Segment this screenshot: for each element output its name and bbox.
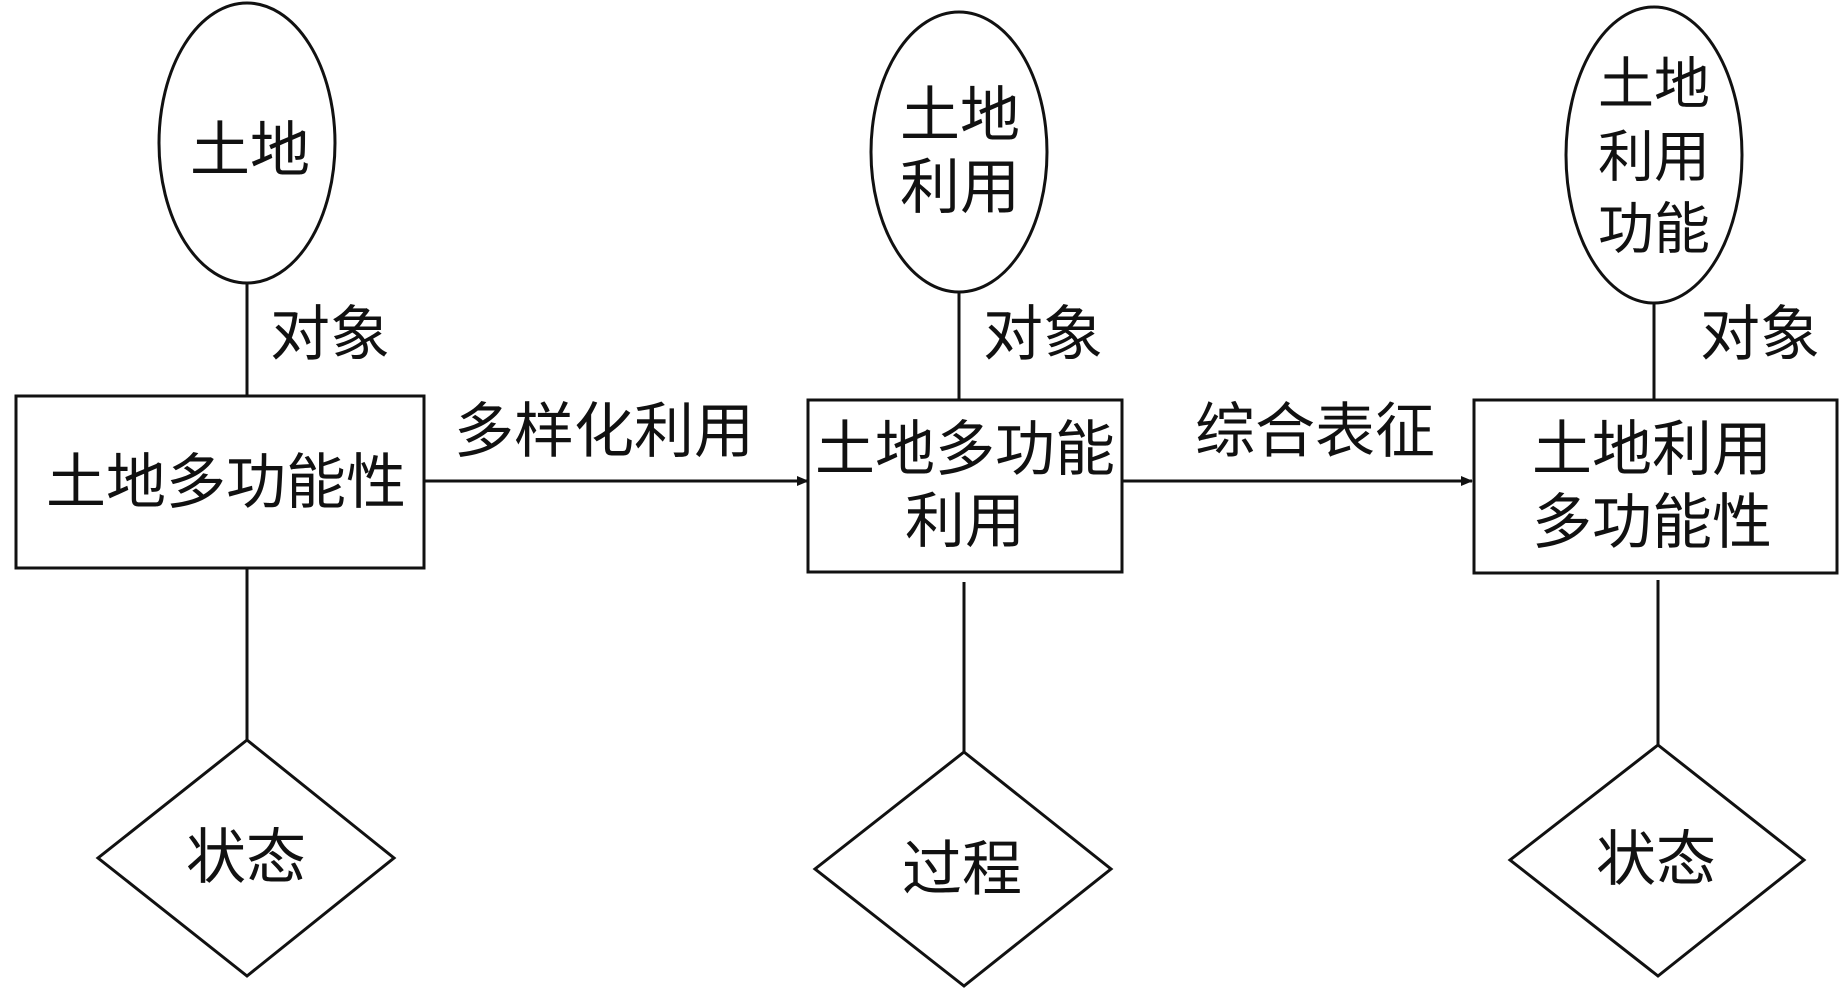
column-3: 土地 利用 功能 对象 土地利用 多功能性 状态: [1472, 5, 1839, 978]
object-label-2-line-1: 土地: [900, 81, 1020, 151]
arrow-1: 多样化利用: [424, 397, 809, 486]
object-edge-label-1: 对象: [270, 300, 390, 370]
arrow-2-label: 综合表征: [1195, 397, 1435, 467]
object-label-2-line-2: 利用: [900, 153, 1020, 223]
object-ellipse-2: [869, 10, 1049, 294]
concept-box-1: [14, 394, 426, 570]
object-label-3-line-3: 功能: [1598, 198, 1710, 263]
column-2: 土地 利用 对象 土地多功能 利用 过程: [806, 10, 1124, 988]
concept-box-2-line-2: 利用: [905, 487, 1025, 557]
state-diamond-1-label: 状态: [186, 823, 306, 893]
state-diamond-3: [1507, 743, 1807, 978]
object-label-3-line-2: 利用: [1598, 126, 1710, 191]
object-label-3-line-1: 土地: [1598, 53, 1710, 118]
column-1: 土地 对象 土地多功能性 状态: [14, 1, 426, 978]
concept-box-3-line-2: 多功能性: [1532, 488, 1772, 558]
process-diamond-2: [812, 750, 1114, 988]
arrow-2: 综合表征: [1122, 397, 1473, 486]
state-diamond-1: [95, 738, 397, 978]
arrow-1-label: 多样化利用: [454, 397, 754, 467]
object-edge-label-2: 对象: [983, 300, 1103, 370]
concept-box-1-line-1: 土地多功能性: [46, 448, 406, 518]
concept-box-3-line-1: 土地利用: [1532, 415, 1772, 485]
state-diamond-3-label: 状态: [1596, 825, 1716, 895]
object-edge-label-3: 对象: [1700, 300, 1820, 370]
concept-box-2: [806, 398, 1124, 574]
object-label-1-line-1: 土地: [190, 116, 310, 186]
process-diamond-2-label: 过程: [902, 835, 1022, 905]
concept-box-2-line-1: 土地多功能: [815, 415, 1115, 485]
concept-box-3: [1472, 398, 1839, 575]
